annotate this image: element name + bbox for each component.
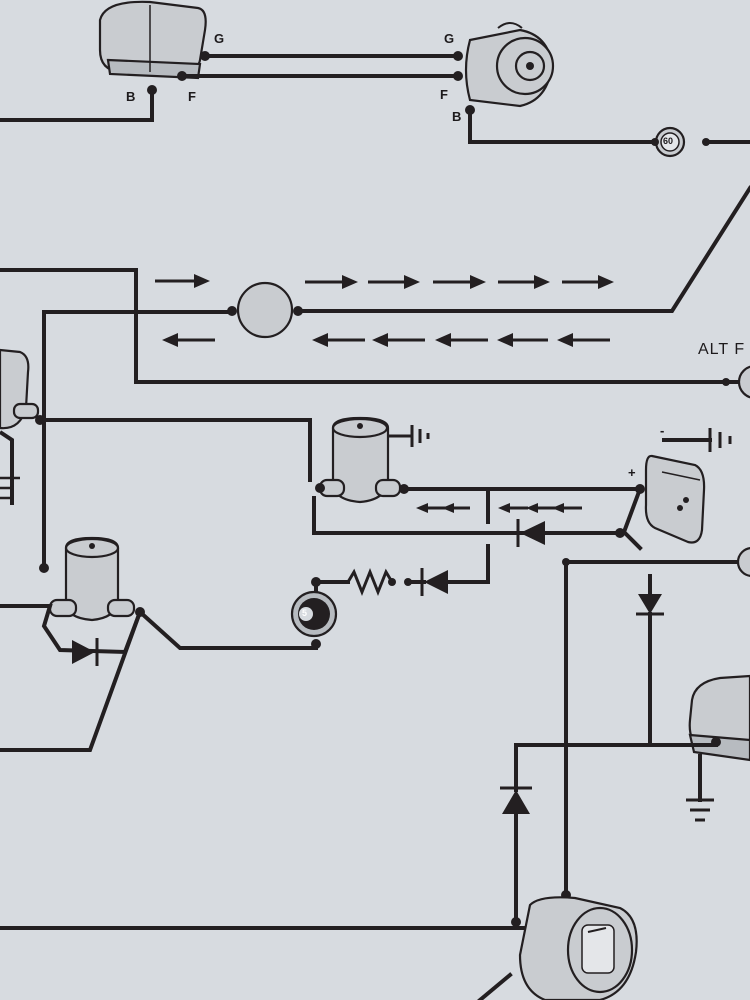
voltage-regulator-top <box>98 0 207 80</box>
diode-resistor-branch <box>314 567 448 602</box>
diode-contactor <box>516 519 545 547</box>
wire-solenoid-left-loop <box>0 604 318 655</box>
wire-alt-b-to-breaker <box>468 108 657 144</box>
circuit-breaker-5 <box>290 590 338 638</box>
diode-right <box>636 574 664 747</box>
diode-bottom <box>500 786 532 927</box>
wire-to-ammeter <box>42 310 232 572</box>
voltage-regulator-lower <box>688 674 750 762</box>
ammeter-symbol <box>236 281 294 339</box>
battery-neg-label: - <box>660 423 665 438</box>
current-flow-arrows-left <box>162 333 610 347</box>
wire-battery-pos <box>621 486 643 551</box>
regulator-f-label: F <box>188 89 196 104</box>
alternator-b-label: B <box>452 109 462 124</box>
wire-reg-to-diode <box>514 743 718 792</box>
clock <box>518 896 638 1000</box>
regulator-b-label: B <box>126 89 136 104</box>
alternator <box>464 22 555 108</box>
alt-field-breaker <box>737 365 750 399</box>
wire-contactor-lower <box>312 496 622 535</box>
breaker-60-label: 60 <box>663 136 674 146</box>
alternator-g-label: G <box>444 31 455 46</box>
regulator-g-label: G <box>214 31 225 46</box>
starter-contactor <box>318 416 430 504</box>
wire-ammeter-to-right <box>296 185 750 313</box>
contactor-flow-arrows <box>416 503 582 513</box>
wire-lower-diag <box>0 609 143 752</box>
battery-pos-label: + <box>628 465 636 480</box>
wire-reg-b-to-left <box>0 88 154 122</box>
wire-top-loop <box>0 268 750 384</box>
alternator-f-label: F <box>440 87 448 102</box>
diode-lower-left <box>72 638 99 666</box>
master-solenoid-left <box>0 348 40 505</box>
wire-to-resistor <box>446 544 490 584</box>
breaker-5-label: 5 <box>302 608 308 618</box>
current-flow-arrows-right <box>155 274 614 289</box>
breaker-right-lower <box>736 547 750 577</box>
wire-clock-bottom <box>477 972 513 1000</box>
battery <box>644 454 706 544</box>
wire-solenoid-to-starter <box>38 418 312 482</box>
solenoid-lower-left <box>48 536 136 622</box>
alt-field-label: ALT F <box>698 341 746 358</box>
